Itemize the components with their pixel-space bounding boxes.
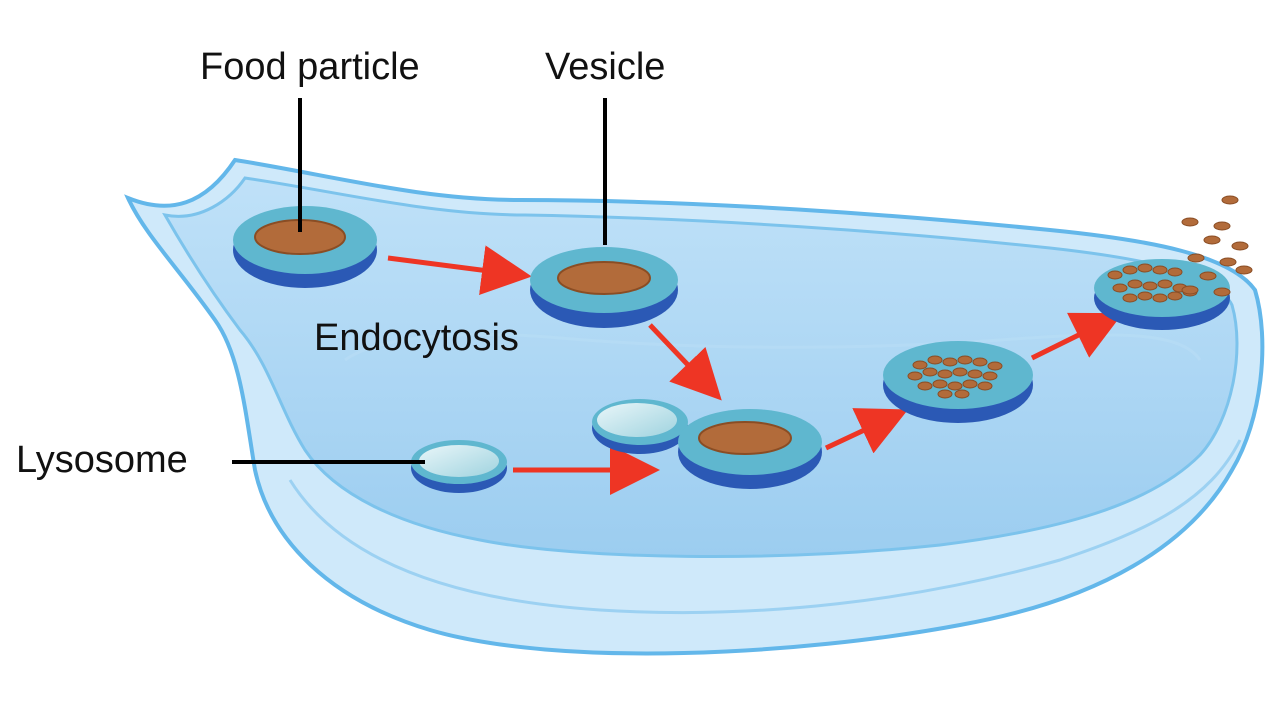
particle	[972, 357, 988, 367]
particle	[962, 379, 978, 389]
particle	[1203, 235, 1221, 245]
lysosome	[411, 440, 507, 493]
particle	[1235, 265, 1253, 275]
leader-lines	[232, 98, 607, 464]
particle	[1167, 267, 1183, 277]
particle	[947, 381, 963, 391]
particle	[982, 371, 998, 381]
digestive-vesicle	[883, 341, 1033, 423]
particle	[1112, 283, 1128, 293]
expelled-particles	[1181, 195, 1253, 297]
exocytosis-vesicle	[1094, 259, 1230, 330]
arrow-4	[824, 408, 909, 454]
particle	[1122, 265, 1138, 275]
particle	[942, 357, 958, 367]
food-particle-label: Food particle	[200, 46, 420, 88]
particle	[1152, 265, 1168, 275]
particle	[937, 389, 953, 399]
vesicle-label: Vesicle	[545, 46, 665, 88]
particle	[1213, 221, 1231, 231]
particle	[1122, 293, 1138, 303]
particle	[1137, 263, 1153, 273]
particle	[1157, 279, 1173, 289]
particle	[917, 381, 933, 391]
particle	[1167, 291, 1183, 301]
particle	[954, 389, 970, 399]
particle	[927, 355, 943, 365]
arrows	[387, 245, 1123, 495]
lysosome-label: Lysosome	[16, 439, 188, 481]
vesicle-forming	[233, 206, 377, 288]
digested-particles	[907, 355, 1003, 399]
particle	[957, 355, 973, 365]
particle	[1142, 281, 1158, 291]
particle	[932, 379, 948, 389]
fusing-vesicle	[678, 409, 822, 489]
arrow-2	[648, 323, 722, 401]
cell-lower-rim	[288, 439, 1242, 615]
particle	[1107, 270, 1123, 280]
vesicle	[530, 247, 678, 328]
particle	[1199, 271, 1217, 281]
particle	[922, 367, 938, 377]
particle	[977, 381, 993, 391]
particle	[967, 369, 983, 379]
particle	[912, 360, 928, 370]
arrow-5	[1030, 312, 1123, 361]
fusing-lysosome	[592, 399, 688, 454]
particle	[987, 361, 1003, 371]
particle	[1213, 287, 1231, 297]
particle	[1181, 285, 1199, 295]
particle	[1219, 257, 1237, 267]
particle	[1127, 279, 1143, 289]
particle	[1231, 241, 1249, 251]
particle	[952, 367, 968, 377]
particle	[1181, 217, 1199, 227]
particle	[907, 371, 923, 381]
endocytosis-label: Endocytosis	[314, 317, 519, 359]
particle	[937, 369, 953, 379]
particle	[1137, 291, 1153, 301]
particle	[1152, 293, 1168, 303]
particle	[1187, 253, 1205, 263]
particle	[1221, 195, 1239, 205]
arrow-1	[387, 245, 532, 295]
